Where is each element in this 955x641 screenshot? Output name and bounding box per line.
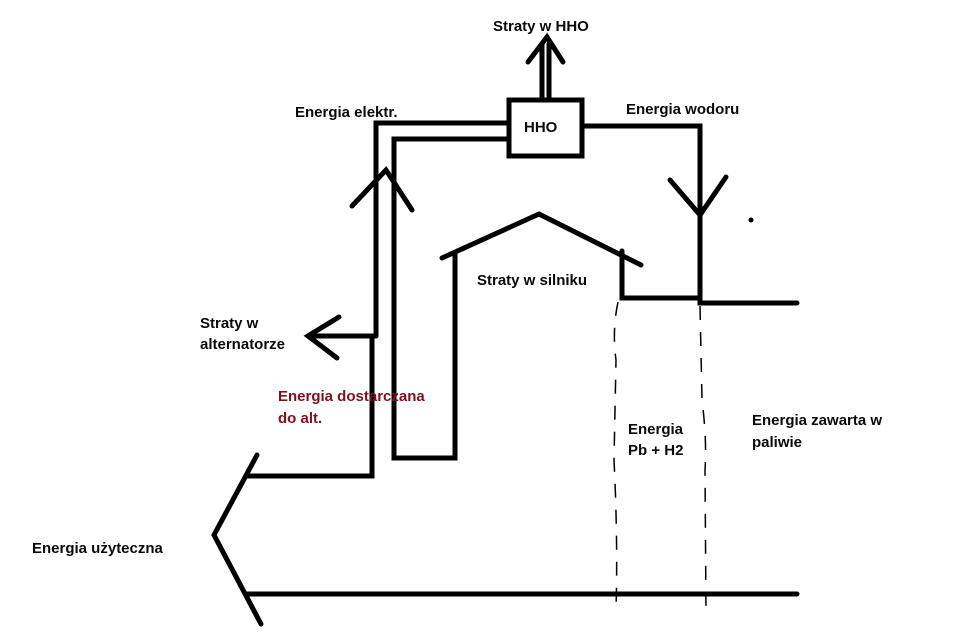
electric-energy-label: Energia elektr.	[295, 104, 398, 121]
energy-to-alt-label-line2: do alt.	[278, 410, 323, 427]
electric-line-inner	[391, 136, 510, 461]
electric-arrowhead	[349, 165, 415, 213]
alternator-losses-label-line1: Straty w	[200, 315, 259, 332]
useful-energy-label: Energia użyteczna	[32, 540, 163, 557]
fuel-energy-label-line1: Energia zawarta w	[752, 412, 883, 429]
alternator-losses-label-line2: alternatorze	[200, 336, 286, 353]
alternator-loss-arrowhead	[303, 314, 342, 361]
hho-loss-arrowhead	[525, 32, 566, 65]
alt-feed-line	[245, 333, 375, 479]
hydrogen-line	[579, 123, 800, 306]
pb-h2-dashed-right	[699, 305, 707, 611]
engine-loss-roof	[439, 211, 644, 268]
pb-h2-label-line1: Energia	[628, 421, 684, 438]
useful-energy-arrowhead	[211, 452, 264, 627]
hydrogen-arrowhead	[667, 174, 729, 220]
pb-h2-label-line2: Pb + H2	[628, 442, 684, 459]
hydrogen-energy-label: Energia wodoru	[626, 101, 740, 118]
hho-box-label: HHO	[524, 119, 558, 136]
fuel-energy-label-line2: paliwie	[752, 434, 803, 451]
energy-to-alt-label-line1: Energia dostarczana	[278, 388, 425, 405]
pb-h2-dashed-left	[613, 301, 619, 611]
electric-line-outer	[373, 120, 510, 339]
engine-loss-right-wall	[619, 248, 702, 301]
stray-dot	[748, 217, 754, 223]
engine-losses-label: Straty w silniku	[477, 272, 588, 289]
hho-losses-label: Straty w HHO	[493, 18, 589, 35]
